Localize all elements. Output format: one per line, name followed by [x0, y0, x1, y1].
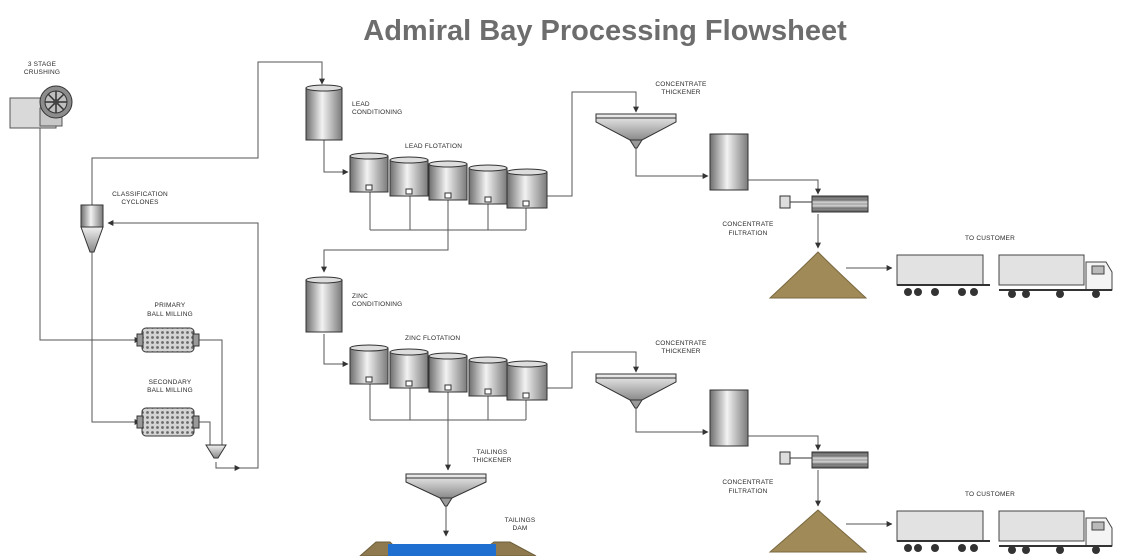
classification-cyclone	[80, 204, 104, 253]
zinc-concentrate-stockpile	[768, 509, 868, 553]
zinc-thickener-label-line2: THICKENER	[661, 348, 700, 355]
zinc-conditioning-label-line1: ZINC	[352, 293, 368, 300]
zinc-filtration-label-line1: CONCENTRATE	[722, 479, 774, 486]
tailings-thickener	[405, 473, 487, 507]
zinc-truck	[896, 510, 1113, 554]
tailings-thickener-label-line2: THICKENER	[472, 457, 511, 464]
lead-thickener-label-line2: THICKENER	[661, 89, 700, 96]
lead-thickener-label-line1: CONCENTRATE	[655, 81, 707, 88]
zinc-concentrate-thickener	[595, 373, 677, 409]
lead-conditioning-label-line2: CONDITIONING	[352, 109, 402, 116]
zinc-flotation-cells	[349, 344, 548, 401]
tailings-dam-label-line1: TAILINGS	[505, 517, 536, 524]
crushing-label-line1: 3 STAGE	[28, 61, 57, 68]
lead-concentrate-thickener	[595, 113, 677, 149]
cyclones-label-line2: CYCLONES	[121, 199, 159, 206]
tailings-dam	[359, 541, 537, 556]
secondary-mill-label-line2: BALL MILLING	[147, 387, 193, 394]
zinc-conditioning-label-line2: CONDITIONING	[352, 301, 402, 308]
lead-concentrate-tank	[709, 133, 749, 191]
lead-filtration-label-line2: FILTRATION	[729, 230, 768, 237]
primary-mill-label-line1: PRIMARY	[155, 302, 186, 309]
secondary-mill-label-line1: SECONDARY	[149, 379, 192, 386]
process-pipes	[39, 61, 893, 537]
lead-flotation-cells	[349, 152, 548, 209]
zinc-flotation-label: ZINC FLOTATION	[405, 335, 460, 342]
secondary-ball-mill	[136, 407, 200, 437]
lead-conditioning-tank	[305, 84, 343, 141]
zinc-concentrate-filter	[779, 451, 869, 469]
zinc-customer-label: TO CUSTOMER	[965, 491, 1015, 498]
tailings-thickener-label-line1: TAILINGS	[477, 449, 508, 456]
lead-concentrate-filter	[779, 195, 869, 213]
tailings-dam-label-line2: DAM	[512, 525, 527, 532]
zinc-concentrate-tank	[709, 389, 749, 447]
zinc-conditioning-tank	[305, 276, 343, 333]
primary-ball-mill	[136, 327, 200, 353]
lead-flotation-label: LEAD FLOTATION	[405, 143, 462, 150]
zinc-filtration-label-line2: FILTRATION	[729, 488, 768, 495]
lead-truck	[896, 254, 1113, 298]
mill-discharge-hopper	[205, 444, 227, 459]
cyclones-label-line1: CLASSIFICATION	[112, 191, 168, 198]
lead-customer-label: TO CUSTOMER	[965, 235, 1015, 242]
lead-filtration-label-line1: CONCENTRATE	[722, 221, 774, 228]
zinc-thickener-label-line1: CONCENTRATE	[655, 340, 707, 347]
crushing-label-line2: CRUSHING	[24, 69, 60, 76]
crusher	[9, 85, 73, 129]
lead-concentrate-stockpile	[768, 251, 868, 299]
primary-mill-label-line2: BALL MILLING	[147, 311, 193, 318]
lead-conditioning-label-line1: LEAD	[352, 101, 370, 108]
page-title: Admiral Bay Processing Flowsheet	[363, 15, 847, 47]
